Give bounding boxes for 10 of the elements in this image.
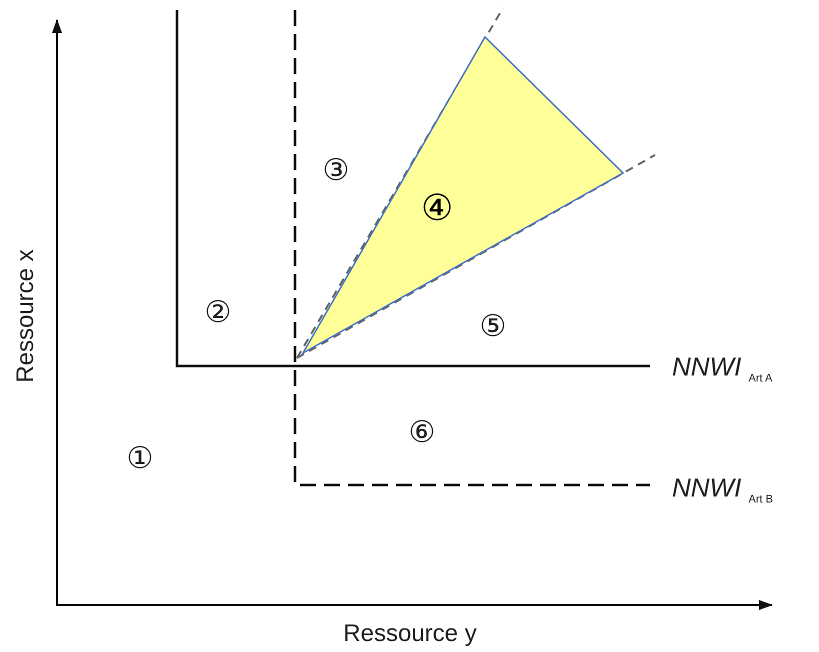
threshold-label: NNWI $_{Art A}$ — [672, 351, 772, 385]
region-number: ⑥ — [408, 415, 436, 450]
region-number: ② — [204, 295, 232, 330]
axis-title: Ressource y — [343, 620, 477, 648]
region-number: ④ — [421, 187, 453, 229]
region-number: ③ — [322, 153, 350, 188]
region-number: ⑤ — [480, 309, 506, 344]
axis-title: Ressource x — [12, 249, 40, 383]
region-number: ① — [126, 441, 154, 476]
threshold-label: NNWI $_{Art B}$ — [672, 472, 773, 506]
